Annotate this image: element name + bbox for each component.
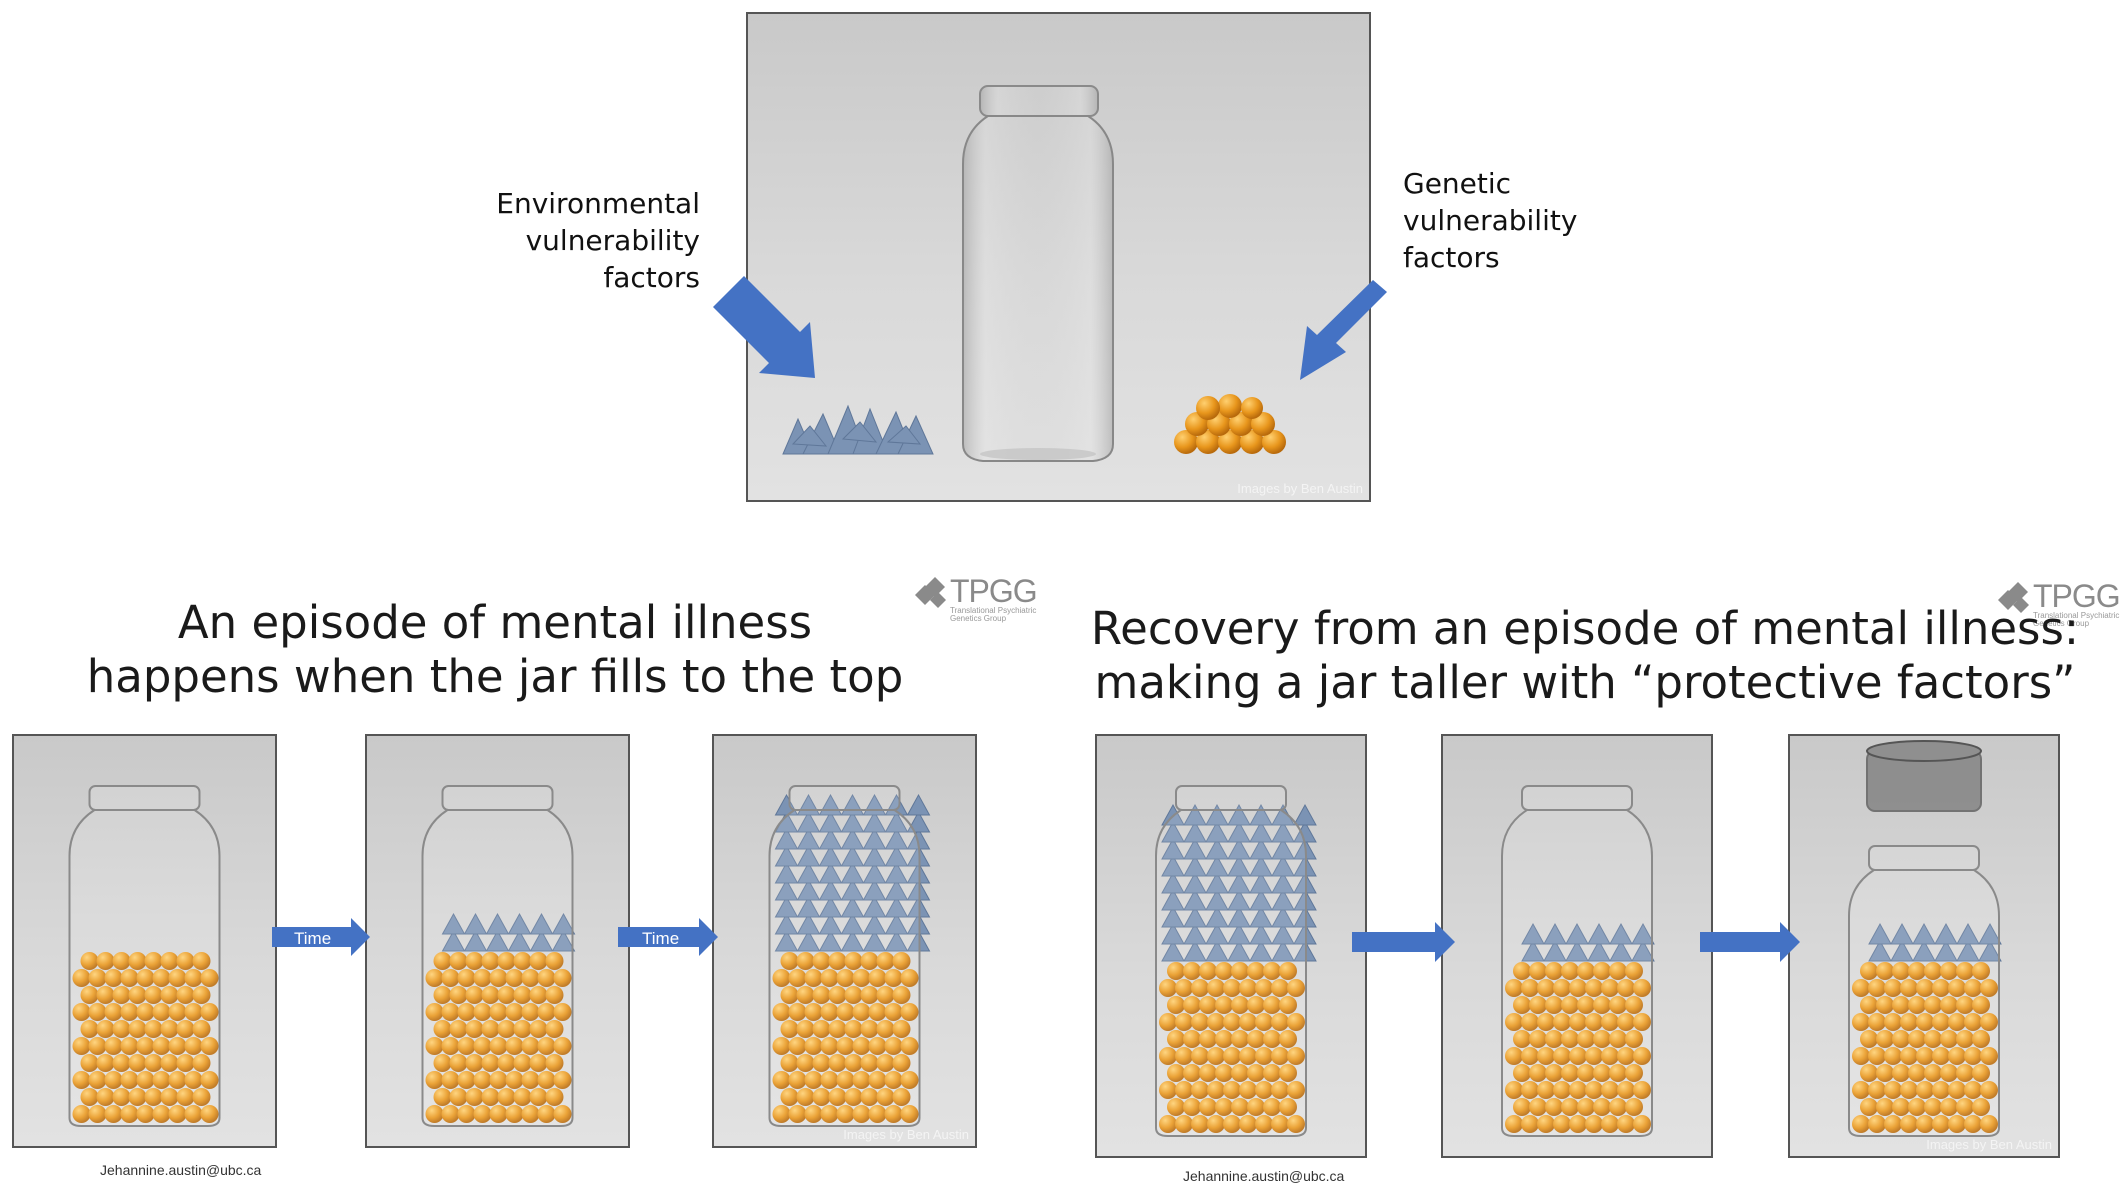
contact-email-right: Jehannine.austin@ubc.ca: [1183, 1168, 1345, 1184]
jar-illustration: [421, 785, 576, 1127]
left-jar-panel-3: Images by Ben Austin: [712, 734, 977, 1148]
environmental-factors-label: Environmental vulnerability factors: [496, 187, 700, 294]
right-jar-panel-2: [1441, 734, 1713, 1158]
jar-illustration: [68, 785, 221, 1127]
jar-glass: [68, 785, 221, 1127]
top-jar-image: Images by Ben Austin: [746, 12, 1371, 502]
blue-shapes: [1161, 803, 1317, 962]
blue-shapes: [1521, 922, 1655, 962]
contact-email-left: Jehannine.austin@ubc.ca: [100, 1162, 262, 1178]
recovery-arrow-1: [1352, 922, 1455, 962]
empty-jar: [962, 85, 1114, 462]
image-credit: Images by Ben Austin: [843, 1127, 969, 1142]
blue-shapes: [441, 912, 576, 952]
tpgg-logo-mark: [1998, 582, 2029, 613]
orange-balls: [425, 952, 572, 1123]
left-section-title: An episode of mental illness happens whe…: [86, 596, 904, 703]
recovery-arrow-2: [1700, 922, 1800, 962]
time-arrow-1: Time: [272, 918, 370, 956]
orange-balls: [72, 952, 219, 1123]
image-credit: Images by Ben Austin: [1237, 481, 1363, 496]
tpgg-logo-mark: [915, 577, 946, 608]
right-jar-panel-3: Images by Ben Austin: [1788, 734, 2060, 1158]
jar-illustration: [1848, 740, 2002, 1137]
genetic-factor-pile: [1174, 394, 1286, 454]
environmental-factor-pile: [782, 404, 934, 455]
jar-glass: [1848, 845, 2000, 1137]
jar-illustration: [1501, 785, 1655, 1137]
jar-glass: [421, 785, 574, 1127]
jar-glass: [1501, 785, 1653, 1137]
left-jar-panel-2: [365, 734, 630, 1148]
jar-glass: [1155, 785, 1307, 1137]
protective-factor-lid: [1866, 740, 1982, 812]
jar-glass: [768, 785, 921, 1127]
orange-balls: [772, 952, 919, 1123]
time-arrow-2: Time: [618, 918, 718, 956]
right-jar-panel-1: [1095, 734, 1367, 1158]
orange-balls: [1852, 962, 1998, 1133]
orange-balls: [1505, 962, 1651, 1133]
genetic-factors-label: Genetic vulnerability factors: [1403, 167, 1578, 274]
orange-balls: [1159, 962, 1305, 1133]
right-section-title: Recovery from an episode of mental illne…: [1090, 602, 2080, 709]
image-credit: Images by Ben Austin: [1926, 1137, 2052, 1152]
blue-shapes: [1868, 922, 2002, 962]
jar-illustration: [768, 785, 931, 1127]
svg-text:Time: Time: [642, 929, 679, 948]
svg-text:Time: Time: [294, 929, 331, 948]
top-jar-illustration: [782, 85, 1286, 462]
jar-illustration: [1155, 785, 1317, 1137]
left-jar-panel-1: [12, 734, 277, 1148]
